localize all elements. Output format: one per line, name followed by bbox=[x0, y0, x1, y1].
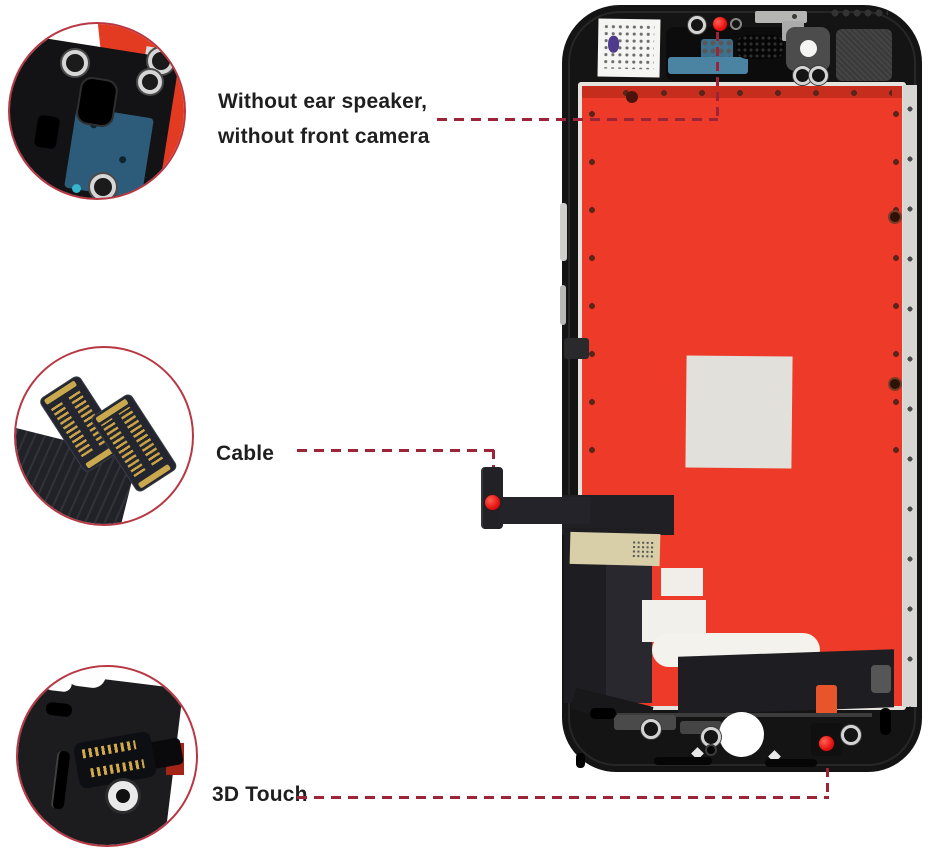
logo-ring bbox=[730, 18, 742, 30]
gray-tab bbox=[871, 665, 891, 693]
screw-icon bbox=[641, 719, 661, 739]
screw-icon bbox=[888, 210, 902, 224]
qr-code bbox=[631, 540, 655, 560]
screw-icon bbox=[90, 174, 116, 198]
frame-slot bbox=[880, 708, 891, 735]
screw-icon bbox=[792, 14, 797, 19]
label-ear-speaker: Without ear speaker, without front camer… bbox=[218, 84, 430, 154]
right-frame-strip bbox=[903, 85, 917, 707]
camera-plate bbox=[786, 27, 830, 71]
side-button bbox=[560, 203, 567, 261]
wavy-gasket bbox=[830, 9, 888, 20]
label-ear-speaker-line1: Without ear speaker, bbox=[218, 90, 428, 113]
camera-hole bbox=[800, 40, 817, 57]
protruding-cable-band bbox=[498, 497, 590, 524]
label-3d-touch: 3D Touch bbox=[212, 783, 308, 806]
screw-ring-icon bbox=[108, 781, 138, 811]
screw-column-right bbox=[892, 110, 900, 480]
leader-3d-touch-v bbox=[826, 768, 829, 798]
leader-ear-speaker-v bbox=[716, 32, 719, 120]
teal-dot bbox=[72, 184, 81, 193]
frame-slot bbox=[590, 708, 616, 719]
center-label bbox=[685, 355, 793, 469]
screw-icon bbox=[705, 744, 717, 756]
speaker-mesh bbox=[736, 35, 784, 59]
white-patch bbox=[661, 568, 703, 596]
orange-tab bbox=[816, 685, 837, 715]
frame-slot bbox=[576, 753, 585, 768]
label-cable: Cable bbox=[216, 442, 275, 465]
frame-slot bbox=[765, 759, 817, 767]
blue-mesh-strip bbox=[668, 57, 748, 74]
marker-dot-3d-touch bbox=[819, 736, 834, 751]
screw-icon bbox=[626, 91, 638, 103]
label-ear-speaker-line2: without front camera bbox=[218, 125, 430, 148]
screw-icon bbox=[148, 48, 174, 74]
screw-icon bbox=[809, 66, 828, 85]
textured-antenna-pad bbox=[836, 29, 892, 81]
qr-blob bbox=[607, 35, 620, 53]
screw-column-left bbox=[588, 110, 596, 690]
callout-circle-top bbox=[8, 22, 186, 200]
screw-icon bbox=[688, 16, 706, 34]
qr-sticker bbox=[597, 18, 661, 78]
flex-band-lower bbox=[678, 649, 894, 715]
frame-slot bbox=[654, 757, 712, 765]
leader-3d-touch-h bbox=[297, 796, 829, 799]
frame-notch bbox=[42, 669, 74, 693]
leader-ear-speaker-h bbox=[437, 118, 718, 121]
flex-label bbox=[569, 531, 661, 567]
gold-pins bbox=[81, 740, 137, 759]
leader-cable-v bbox=[492, 450, 495, 467]
screw-row bbox=[622, 89, 892, 97]
screw-icon bbox=[841, 725, 861, 745]
leader-cable-h bbox=[297, 449, 495, 452]
side-tab bbox=[564, 338, 589, 359]
home-button-hole bbox=[719, 712, 764, 757]
callout-circle-cable bbox=[14, 346, 194, 526]
screw-icon bbox=[888, 377, 902, 391]
screw-icon bbox=[62, 50, 88, 76]
marker-dot-ear-speaker bbox=[713, 17, 727, 31]
gold-pins bbox=[90, 759, 145, 778]
marker-dot-cable bbox=[485, 495, 500, 510]
screw-icon bbox=[118, 155, 127, 164]
screw-icon bbox=[138, 70, 162, 94]
callout-circle-touch bbox=[16, 665, 198, 847]
side-button bbox=[560, 285, 566, 325]
